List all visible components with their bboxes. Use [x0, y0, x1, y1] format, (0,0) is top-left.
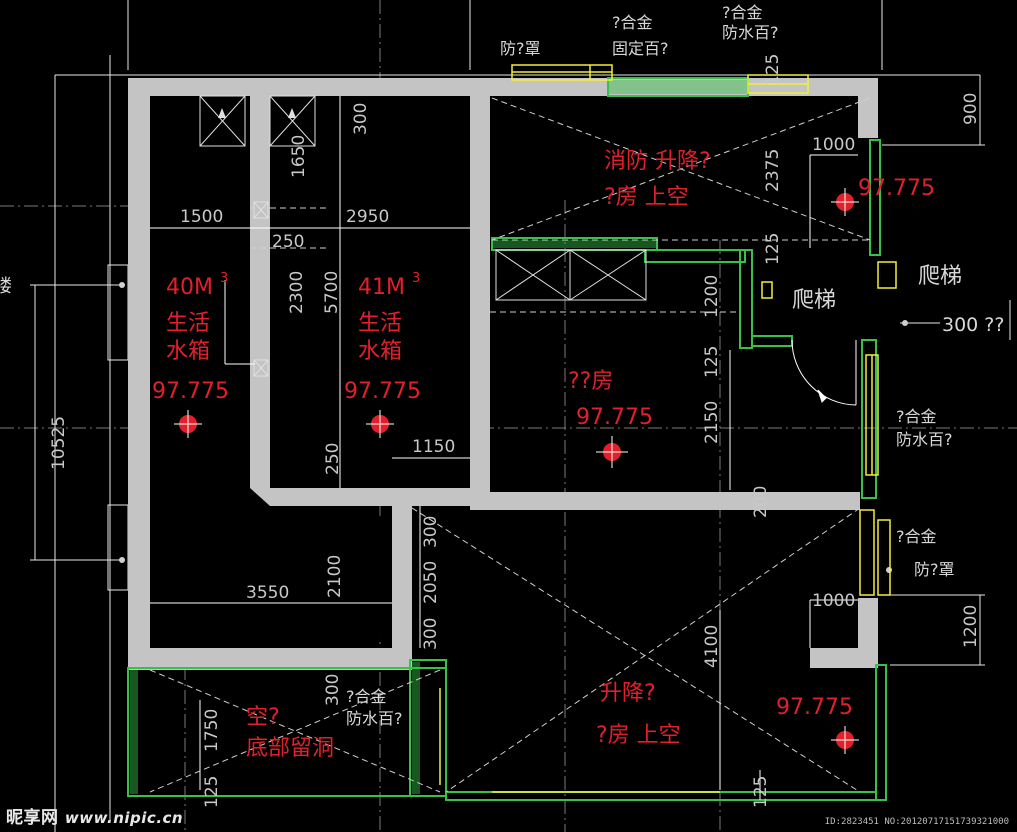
win-bottom-l2: 防水百?: [346, 709, 403, 728]
win-right-b1: ?合金: [896, 527, 937, 546]
dim-1750: 1750: [202, 709, 222, 752]
tank-right-volume: 41M: [358, 275, 405, 300]
tank-left-line2: 水箱: [166, 339, 210, 364]
dimension-labels: 300 1650 1500 2950 250 2300 5700 250 115…: [49, 54, 981, 808]
tank-right-line2: 水箱: [358, 339, 402, 364]
vent-boxes: [199, 95, 647, 377]
tank-left-volume: 40M: [166, 275, 213, 300]
dim-300-top: 300: [351, 103, 371, 135]
win-top-b1: ?合金: [612, 13, 653, 32]
dim-300-low: 300: [421, 618, 441, 650]
dim-125-mid: 125: [702, 346, 722, 378]
dim-10525: 10525: [49, 416, 69, 470]
dim-1000-bot: 1000: [812, 591, 855, 611]
green-hatch: [130, 80, 748, 794]
ladder-outer-label: 爬梯: [918, 264, 962, 289]
dim-250a: 250: [272, 232, 304, 252]
dimension-frame: [30, 0, 1011, 832]
tank-left-line1: 生活: [166, 311, 210, 336]
dim-3550: 3550: [246, 583, 289, 603]
win-top-c2: 防水百?: [722, 23, 779, 42]
fire-lift-line2: ?房 上空: [604, 185, 689, 210]
elevation-markers: [174, 188, 859, 754]
dim-2050: 2050: [421, 561, 441, 604]
dim-2375: 2375: [763, 149, 783, 192]
win-right-a2: 防水百?: [896, 430, 953, 449]
inner-dim-lines: [150, 96, 858, 800]
fire-lift-line1: 消防 升降?: [604, 149, 711, 174]
dim-125-top2: 125: [763, 233, 783, 265]
win-top-b2: 固定百?: [612, 39, 669, 58]
elev-marker-tank-left: [174, 410, 202, 438]
dim-2100: 2100: [325, 555, 345, 598]
void-crosses: [149, 97, 871, 793]
tank-right-elev: 97.775: [344, 379, 421, 404]
tank-left-elev: 97.775: [152, 379, 229, 404]
watermark-brand: 昵享网: [6, 808, 59, 828]
win-top-a: 防?罩: [500, 39, 541, 58]
dim-2950: 2950: [346, 207, 389, 227]
middle-room-line1: ??房: [568, 369, 613, 394]
door-swing: [791, 339, 857, 406]
watermark: 昵享网 www.nipic.cn: [6, 803, 183, 828]
ladder-labels: 爬梯 爬梯 300 ??: [792, 264, 1004, 336]
dim-250b: 250: [323, 443, 343, 475]
dim-4100: 4100: [702, 625, 722, 668]
dim-2150: 2150: [702, 401, 722, 444]
lift-bottom-elev: 97.775: [776, 695, 853, 720]
dim-1000-top: 1000: [812, 135, 855, 155]
tank-interiors: [150, 96, 470, 648]
elev-marker-tank-right: [366, 410, 394, 438]
win-bottom-l1: ?合金: [346, 687, 387, 706]
ladder-outer-dim: 300 ??: [942, 314, 1004, 336]
dim-1150: 1150: [412, 437, 455, 457]
window-labels: 防?罩 ?合金 固定百? ?合金 防水百? ?合金 防水百? ?合金 防?罩 ?…: [346, 3, 955, 728]
dim-2300: 2300: [287, 271, 307, 314]
dim-125-bl: 125: [202, 776, 222, 808]
dim-900: 900: [961, 93, 981, 125]
win-top-c1: ?合金: [722, 3, 763, 22]
dim-300-mid: 300: [421, 516, 441, 548]
dim-300-bl: 300: [323, 674, 343, 706]
ladder-inner-label: 爬梯: [792, 288, 836, 313]
doors-windows: [439, 64, 897, 793]
dim-1200-right: 1200: [961, 605, 981, 648]
dim-125-bot: 125: [751, 776, 771, 808]
win-right-b2: 防?罩: [914, 560, 955, 579]
dim-1200-mid: 1200: [702, 275, 722, 318]
watermark-url: www.nipic.cn: [64, 809, 184, 827]
dim-1650: 1650: [289, 135, 309, 178]
bottom-left-line2: 底部留洞: [246, 736, 334, 761]
win-right-a1: ?合金: [896, 407, 937, 426]
tank-right-line1: 生活: [358, 311, 402, 336]
middle-room-elev: 97.775: [576, 405, 653, 430]
left-edge-label: 楼: [0, 276, 12, 297]
walls: [128, 78, 878, 670]
room-labels: 40M 3 生活 水箱 97.775 41M 3 生活 水箱 97.775 消防…: [152, 149, 935, 761]
dim-200: 200: [751, 486, 771, 518]
tank-left-sup: 3: [220, 271, 228, 286]
elev-marker-middle: [596, 436, 628, 468]
bottom-left-line1: 空?: [246, 705, 280, 730]
vent-arrows: [218, 108, 296, 118]
lift-bottom-line2: ?房 上空: [596, 723, 681, 748]
image-id-label: ID:2823451 NO:20120717151739321000: [824, 817, 1009, 827]
fire-lift-elev: 97.775: [858, 176, 935, 201]
lift-bottom-line1: 升降?: [600, 681, 656, 706]
dim-1500: 1500: [180, 207, 223, 227]
tank-right-sup: 3: [412, 271, 420, 286]
dim-5700: 5700: [322, 271, 342, 314]
dim-125-top: 125: [763, 54, 783, 86]
elev-marker-lift-bottom: [831, 726, 859, 754]
elev-marker-fire-lift: [831, 188, 859, 216]
